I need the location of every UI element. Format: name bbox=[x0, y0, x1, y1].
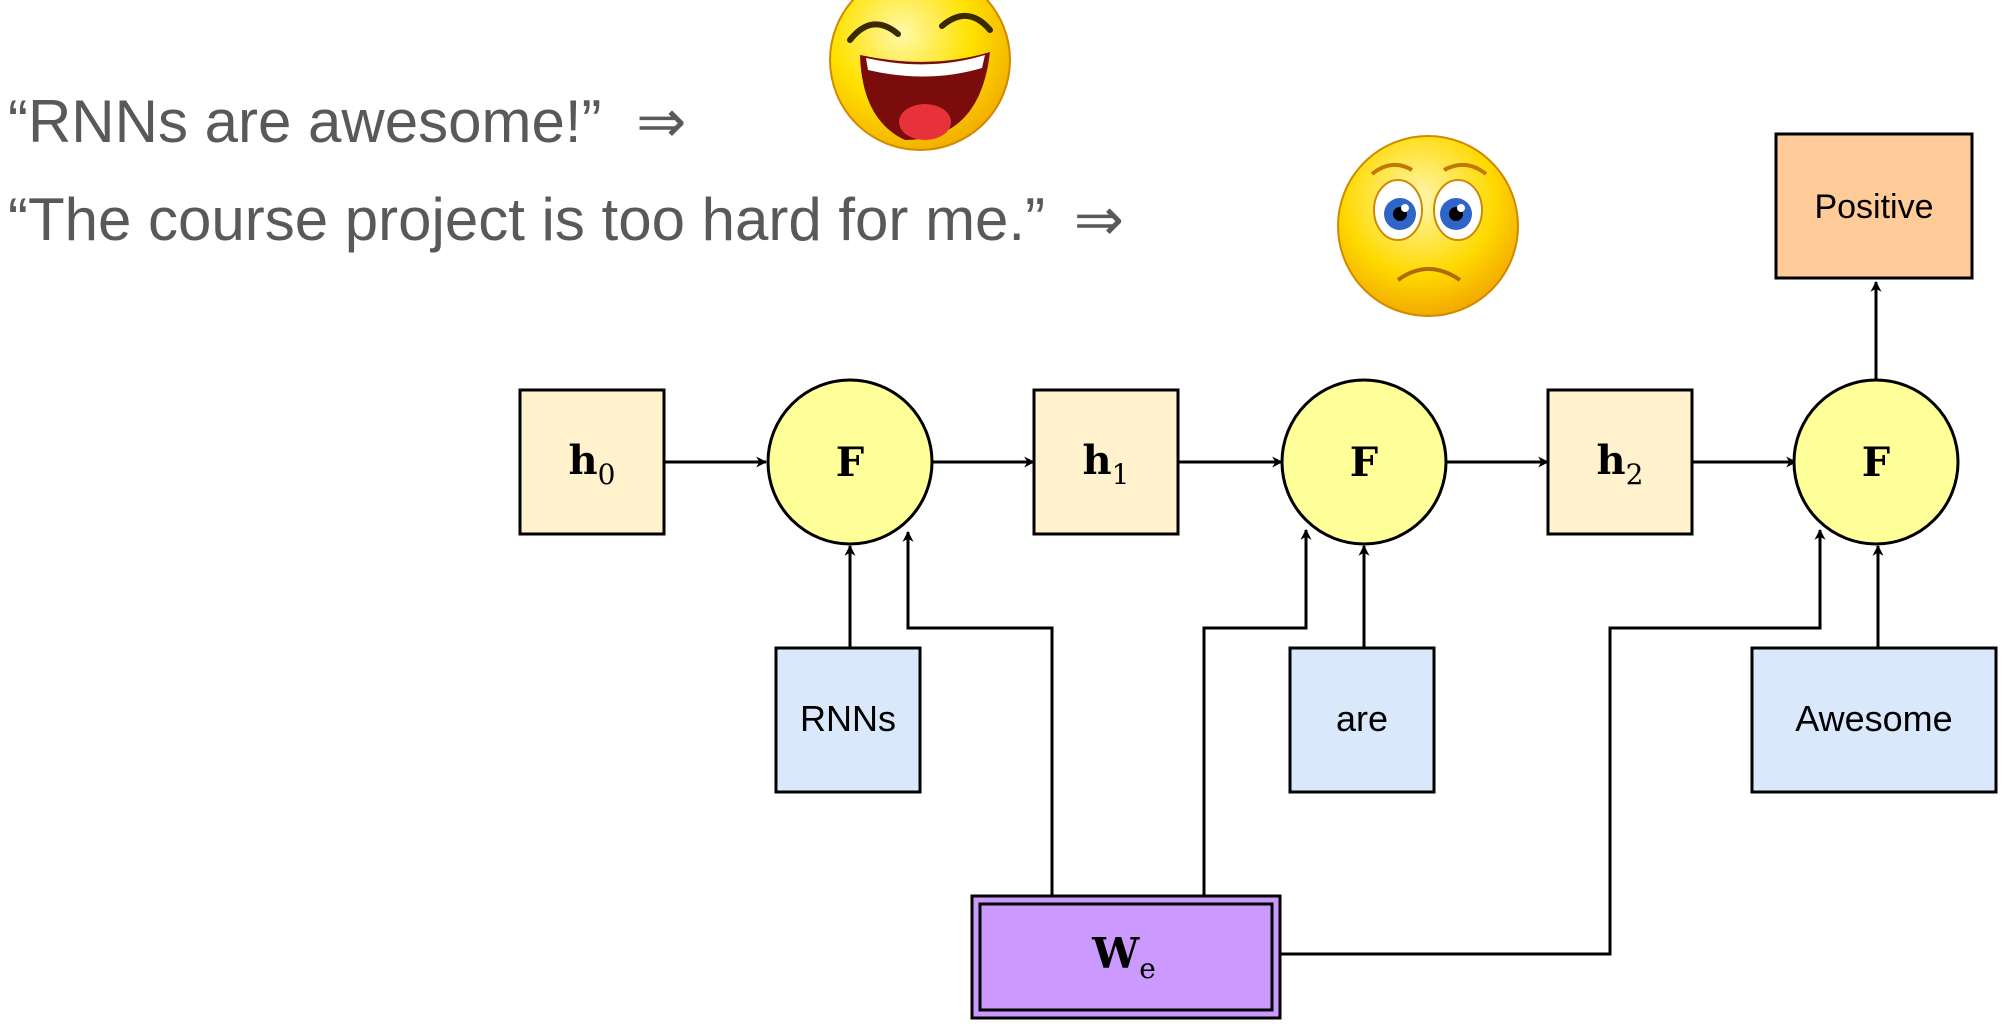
connector-lines bbox=[664, 280, 1884, 956]
svg-text:h2: h2 bbox=[1597, 437, 1644, 491]
embedding-subscript: e bbox=[1139, 952, 1156, 985]
svg-text:h1: h1 bbox=[1083, 437, 1130, 491]
function-label: F bbox=[1350, 439, 1378, 486]
hidden-state-label: h bbox=[1083, 437, 1112, 484]
implies-arrow: ⇒ bbox=[1073, 186, 1125, 253]
function-node-1: F bbox=[766, 378, 934, 546]
output-label: Positive bbox=[1814, 188, 1933, 226]
svg-text:h0: h0 bbox=[569, 437, 616, 491]
input-word-label: RNNs bbox=[800, 698, 896, 739]
laughing-face-icon bbox=[829, 0, 1011, 151]
implies-arrow: ⇒ bbox=[636, 88, 687, 155]
svg-text:We: We bbox=[1091, 929, 1156, 985]
sentence-positive-text: “RNNs are awesome!” bbox=[8, 88, 602, 155]
sentence-positive: “RNNs are awesome!” ⇒ bbox=[8, 92, 686, 152]
hidden-state-subscript: 0 bbox=[598, 458, 616, 491]
function-label: F bbox=[836, 439, 864, 486]
hidden-state-h2: h2 bbox=[1546, 388, 1694, 536]
input-word-rnns: RNNs bbox=[774, 646, 922, 794]
input-word-are: are bbox=[1288, 646, 1436, 794]
hidden-state-subscript: 1 bbox=[1112, 458, 1130, 491]
sentence-negative: “The course project is too hard for me.”… bbox=[8, 190, 1124, 250]
sad-face-icon bbox=[1337, 135, 1519, 317]
input-word-label: are bbox=[1336, 698, 1388, 739]
embedding-label: W bbox=[1091, 929, 1140, 978]
hidden-state-h0: h0 bbox=[518, 388, 666, 536]
sentence-negative-text: “The course project is too hard for me.” bbox=[8, 186, 1046, 253]
hidden-state-label: h bbox=[1597, 437, 1626, 484]
output-positive: Positive bbox=[1774, 132, 1974, 280]
hidden-state-label: h bbox=[569, 437, 598, 484]
hidden-state-h1: h1 bbox=[1032, 388, 1180, 536]
input-word-label: Awesome bbox=[1795, 698, 1952, 739]
function-node-2: F bbox=[1280, 378, 1448, 546]
function-node-3: F bbox=[1792, 378, 1960, 546]
hidden-state-subscript: 2 bbox=[1626, 458, 1644, 491]
embedding-matrix: We bbox=[970, 894, 1282, 1020]
function-label: F bbox=[1862, 439, 1890, 486]
input-word-awesome: Awesome bbox=[1750, 646, 1998, 794]
